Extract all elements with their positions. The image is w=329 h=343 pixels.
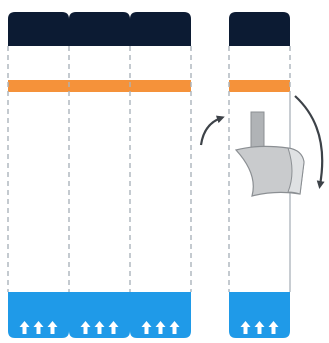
up-arrow-icon — [94, 321, 105, 334]
strip-body — [130, 12, 191, 338]
curved-arrow-up-icon — [199, 115, 225, 146]
up-arrow-icon — [268, 321, 279, 334]
up-arrow-icon — [19, 321, 30, 334]
up-arrow-shape — [108, 321, 119, 334]
up-arrow-icon — [155, 321, 166, 334]
cutter-face — [287, 147, 305, 195]
strip-top-cap — [229, 12, 290, 46]
up-arrow-shape — [155, 321, 166, 334]
up-arrow-icon — [80, 321, 91, 334]
up-arrow-shape — [240, 321, 251, 334]
strip-orange-band — [130, 80, 191, 92]
up-arrow-icon — [141, 321, 152, 334]
up-arrow-shape — [47, 321, 58, 334]
strip — [69, 12, 130, 338]
strip-orange-band — [229, 80, 290, 92]
cutter-icon — [234, 111, 305, 197]
overlay-layer — [199, 92, 325, 292]
cutter-handle — [250, 111, 265, 151]
strip-orange-band — [69, 80, 130, 92]
up-arrow-icon — [108, 321, 119, 334]
curved-arrow-down-icon — [294, 95, 325, 189]
strip-orange-band — [8, 80, 69, 92]
up-arrow-shape — [33, 321, 44, 334]
strip-top-cap — [130, 12, 191, 46]
up-arrow-shape — [268, 321, 279, 334]
up-arrow-icon — [33, 321, 44, 334]
strip — [8, 12, 69, 338]
up-arrow-icon — [254, 321, 265, 334]
up-arrow-icon — [169, 321, 180, 334]
strip — [130, 12, 191, 338]
strip-body — [8, 12, 69, 338]
up-arrow-shape — [94, 321, 105, 334]
strip-top-cap — [8, 12, 69, 46]
strip-top-cap — [69, 12, 130, 46]
up-arrow-shape — [80, 321, 91, 334]
strip-group-joined-strips — [7, 12, 192, 338]
up-arrow-shape — [254, 321, 265, 334]
strip-layer — [7, 12, 291, 338]
up-arrow-shape — [19, 321, 30, 334]
up-arrow-icon — [240, 321, 251, 334]
up-arrow-shape — [169, 321, 180, 334]
up-arrow-shape — [141, 321, 152, 334]
up-arrow-icon — [47, 321, 58, 334]
strip-body — [69, 12, 130, 338]
